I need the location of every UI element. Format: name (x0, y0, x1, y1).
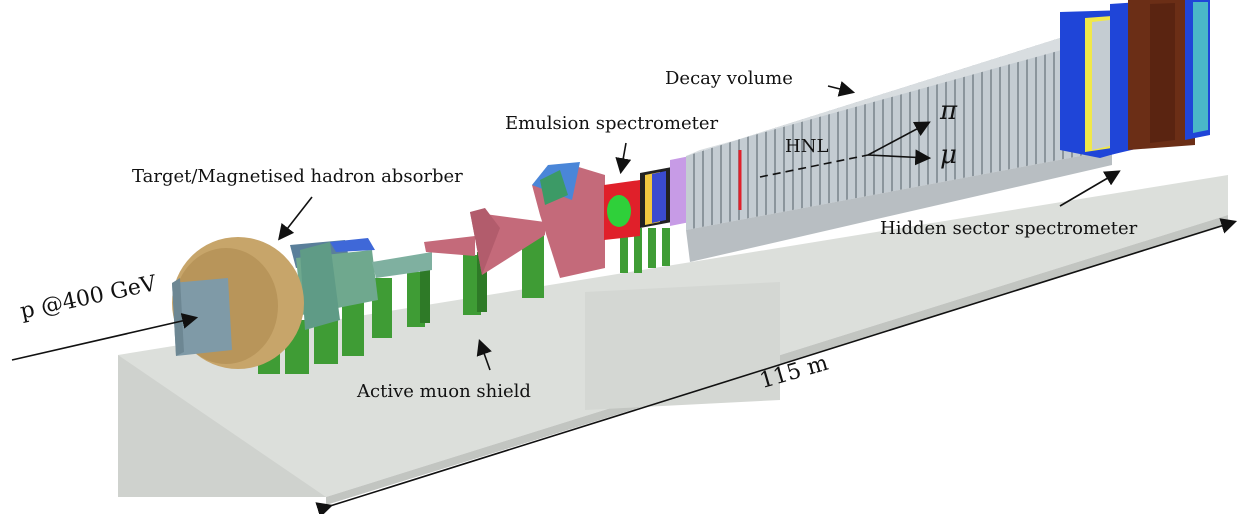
hidden-sector-spectrometer (1060, 0, 1210, 158)
pi-label: π (940, 96, 958, 126)
hidden-sector-label: Hidden sector spectrometer (880, 218, 1138, 239)
annotation-arrows (11, 81, 1121, 371)
decay-volume-label: Decay volume (665, 68, 793, 89)
length-dimension-line (315, 218, 1238, 518)
hnl-dashed-path (759, 154, 869, 178)
hnl-label: HNL (785, 136, 829, 157)
mu-label: μ (940, 140, 957, 170)
emulsion-spectrometer (604, 156, 690, 240)
active-muon-shield-label: Active muon shield (357, 381, 531, 402)
target-absorber-label: Target/Magnetised hadron absorber (132, 166, 463, 187)
emulsion-spectrometer-label: Emulsion spectrometer (505, 113, 719, 134)
target (172, 237, 304, 369)
